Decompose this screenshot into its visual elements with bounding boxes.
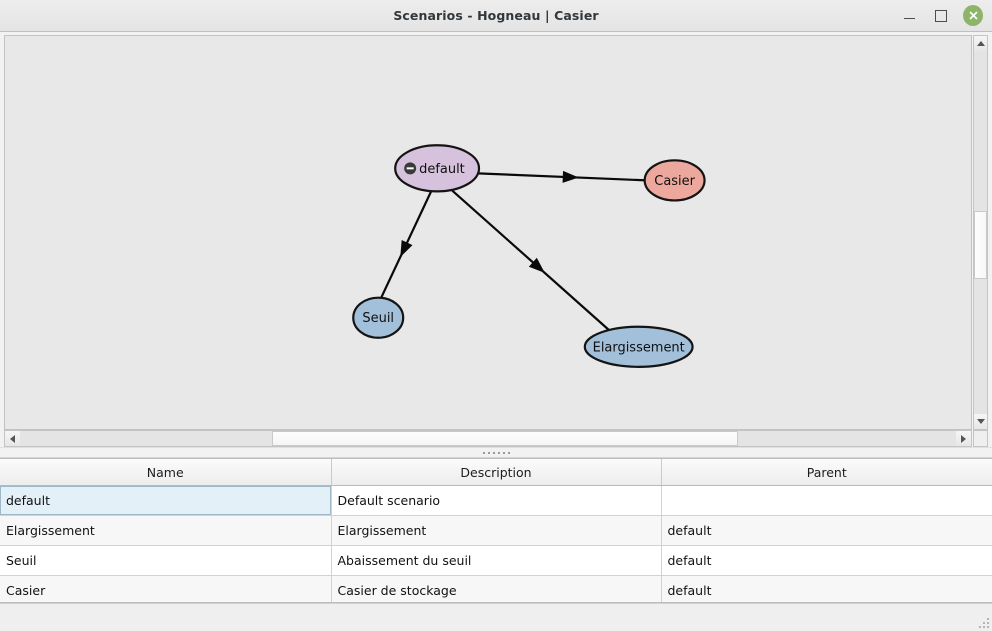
graph-edge-arrowhead	[528, 257, 545, 273]
cell-name[interactable]: Elargissement	[0, 515, 332, 546]
graph-node-label: default	[419, 162, 465, 177]
graph-vertical-scrollbar[interactable]	[973, 35, 988, 430]
column-header-parent[interactable]: Parent	[661, 459, 992, 486]
table-header-row: Name Description Parent	[0, 459, 992, 486]
graph-edge-arrowhead	[400, 240, 413, 258]
cell-parent[interactable]	[661, 485, 992, 516]
scroll-left-button[interactable]	[5, 431, 20, 446]
chevron-left-icon	[10, 434, 15, 443]
cell-description[interactable]: Default scenario	[331, 485, 662, 516]
horizontal-scroll-track[interactable]	[20, 431, 956, 446]
window-controls	[899, 5, 992, 26]
maximize-icon	[935, 9, 947, 22]
graph-node-label: Seuil	[362, 311, 394, 326]
graph-edge[interactable]	[451, 189, 611, 332]
scroll-up-button[interactable]	[974, 36, 987, 51]
graph-node-shape	[394, 144, 481, 193]
status-bar	[0, 603, 992, 631]
cell-parent[interactable]: default	[661, 515, 992, 546]
graph-horizontal-scroll-row	[0, 430, 992, 447]
vertical-scroll-thumb[interactable]	[974, 211, 987, 279]
cell-name[interactable]: default	[0, 485, 332, 516]
collapse-minus-glyph	[406, 167, 414, 170]
splitter-grip-icon	[482, 451, 510, 454]
graph-node-shape	[583, 325, 694, 368]
scrollbar-corner	[973, 430, 988, 447]
window-title: Scenarios - Hogneau | Casier	[393, 8, 599, 23]
cell-parent[interactable]: default	[661, 545, 992, 576]
maximize-button[interactable]	[931, 6, 951, 26]
resize-grip-icon[interactable]	[977, 616, 989, 628]
graph-node-shape	[643, 159, 706, 202]
vertical-scroll-track[interactable]	[974, 51, 987, 414]
graph-node-default[interactable]: default	[394, 144, 481, 193]
graph-edge[interactable]	[477, 172, 647, 182]
chevron-up-icon	[976, 41, 985, 46]
cell-parent[interactable]: default	[661, 575, 992, 602]
chevron-right-icon	[961, 434, 966, 443]
panel-splitter[interactable]	[0, 447, 992, 458]
minimize-button[interactable]	[899, 6, 919, 26]
column-header-name[interactable]: Name	[0, 459, 332, 486]
column-header-description[interactable]: Description	[331, 459, 662, 486]
graph-horizontal-scrollbar[interactable]	[4, 430, 972, 447]
cell-description[interactable]: Elargissement	[331, 515, 662, 546]
chevron-down-icon	[976, 419, 985, 424]
cell-name[interactable]: Casier	[0, 575, 332, 602]
graph-node-label: Casier	[654, 174, 695, 189]
graph-edge-arrowhead	[562, 170, 579, 183]
cell-description[interactable]: Casier de stockage	[331, 575, 662, 602]
cell-name[interactable]: Seuil	[0, 545, 332, 576]
cell-description[interactable]: Abaissement du seuil	[331, 545, 662, 576]
title-bar: Scenarios - Hogneau | Casier	[0, 0, 992, 32]
graph-node-elargissement[interactable]: Elargissement	[583, 325, 694, 368]
graph-node-label: Elargissement	[593, 340, 685, 355]
graph-node-casier[interactable]: Casier	[643, 159, 706, 202]
scroll-right-button[interactable]	[956, 431, 971, 446]
close-button[interactable]	[963, 5, 983, 26]
minimize-icon	[903, 17, 915, 20]
graph-node-shape	[352, 296, 405, 339]
close-icon	[963, 5, 983, 26]
scroll-down-button[interactable]	[974, 414, 987, 429]
graph-node-seuil[interactable]: Seuil	[352, 296, 405, 339]
horizontal-scroll-thumb[interactable]	[272, 431, 738, 446]
